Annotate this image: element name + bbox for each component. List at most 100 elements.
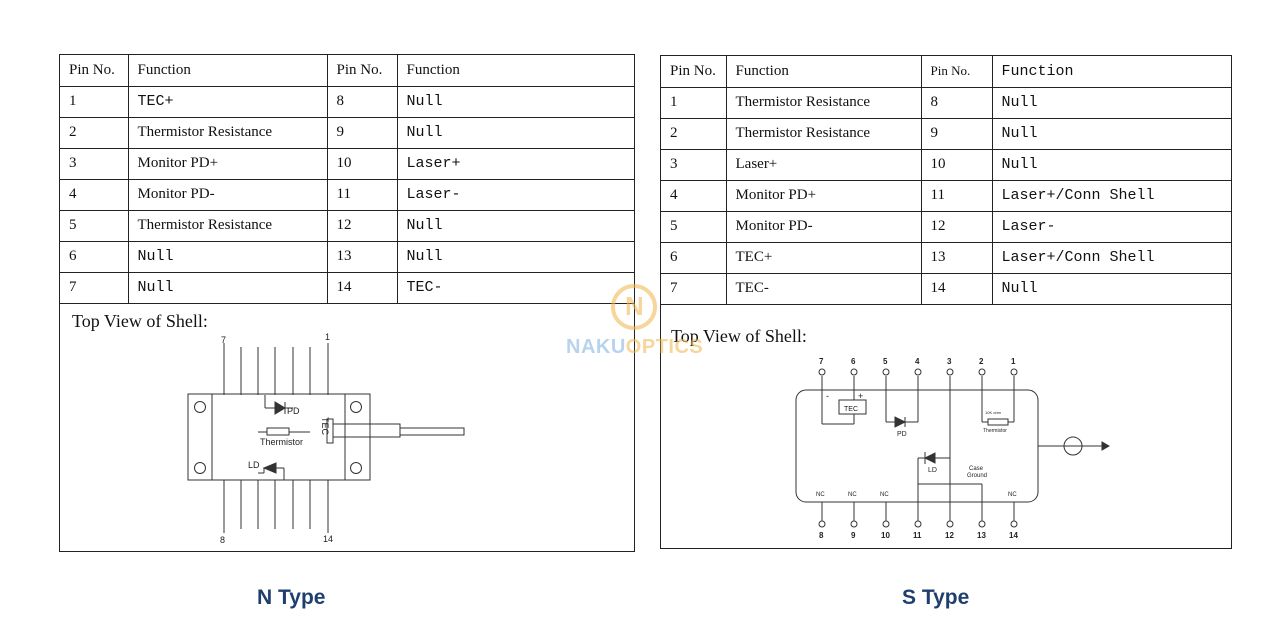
pin-function: TEC+ [726, 242, 922, 274]
pin-pad [818, 368, 826, 376]
pin-function: Monitor PD- [726, 211, 922, 243]
pin-number: 13 [921, 242, 993, 274]
pin-function: Laser+/Conn Shell [992, 180, 1231, 212]
s-type-caption: S Type [902, 586, 970, 609]
tec-label: TEC [844, 406, 858, 413]
pin-number: 9 [921, 118, 993, 150]
pin-pad [914, 368, 922, 376]
pin-function: TEC- [726, 273, 922, 305]
pd-label: PD [287, 406, 300, 416]
pin-pad [946, 368, 954, 376]
pin-number: 2 [60, 117, 129, 149]
pin-function: Null [992, 273, 1231, 305]
pin-number: 9 [327, 117, 398, 149]
pin-function: Laser- [992, 211, 1231, 243]
thermistor-label: Thermistor [260, 437, 303, 447]
pin-pad [882, 368, 890, 376]
nc-label-9: NC [848, 492, 857, 498]
shell-title: Top View of Shell: [72, 311, 208, 331]
watermark-text: NAKUOPTICS [566, 336, 704, 358]
pin-function: Thermistor Resistance [128, 117, 328, 149]
pin-number: 3 [60, 148, 129, 180]
header-pin-no: Pin No. [921, 56, 993, 88]
pin-label: 8 [819, 531, 824, 540]
pin-function: Null [397, 210, 634, 242]
pin-pad [850, 368, 858, 376]
pin-function: Null [397, 117, 634, 149]
pin-function: TEC- [397, 272, 634, 304]
pin-label-7: 7 [221, 335, 226, 345]
pin-function: Null [992, 87, 1231, 119]
pin-function: Laser+ [397, 148, 634, 180]
pin-function: Null [128, 272, 328, 304]
pin-number: 5 [60, 210, 129, 242]
pin-function: Null [397, 86, 634, 118]
nakuoptics-logo-icon [611, 284, 657, 330]
tec-plus-label: + [858, 391, 863, 401]
pin-function: Monitor PD+ [726, 180, 922, 212]
pin-number: 14 [921, 273, 993, 305]
pin-label: 1 [1011, 357, 1016, 366]
header-pin-no: Pin No. [661, 56, 727, 88]
pin-label: 11 [913, 531, 922, 540]
pin-label-8: 8 [220, 535, 225, 545]
pin-function: Laser- [397, 179, 634, 211]
pin-label: 13 [977, 531, 986, 540]
pin-number: 14 [327, 272, 398, 304]
pin-number: 4 [661, 180, 727, 212]
pin-function: Thermistor Resistance [128, 210, 328, 242]
pin-number: 1 [661, 87, 727, 119]
thermistor-value-label: 10K ohm [985, 410, 1002, 415]
pd-label: PD [897, 431, 907, 438]
pin-number: 10 [327, 148, 398, 180]
pin-pad [978, 520, 986, 528]
pin-function: Laser+ [726, 149, 922, 181]
nc-label-14: NC [1008, 492, 1017, 498]
pin-pad [818, 520, 826, 528]
tec-minus-label: - [826, 391, 829, 401]
shell-title: Top View of Shell: [671, 326, 807, 346]
header-pin-no: Pin No. [327, 55, 398, 87]
pin-number: 4 [60, 179, 129, 211]
pin-pad [978, 368, 986, 376]
pin-number: 6 [661, 242, 727, 274]
pin-function: Monitor PD- [128, 179, 328, 211]
pin-function: Null [992, 118, 1231, 150]
pin-pad [914, 520, 922, 528]
n-type-caption: N Type [257, 586, 326, 609]
pin-number: 2 [661, 118, 727, 150]
pin-number: 7 [661, 273, 727, 305]
header-function: Function [726, 56, 922, 88]
ld-label: LD [248, 460, 260, 470]
pin-function: Laser+/Conn Shell [992, 242, 1231, 274]
table-header-row: Pin No. Function Pin No. Function [60, 55, 634, 87]
pin-label-1: 1 [325, 332, 330, 342]
pin-pad [850, 520, 858, 528]
pin-number: 11 [327, 179, 398, 211]
pin-number: 6 [60, 241, 129, 273]
pin-function: Thermistor Resistance [726, 118, 922, 150]
pin-number: 8 [327, 86, 398, 118]
ld-label: LD [928, 467, 937, 474]
pin-function: Thermistor Resistance [726, 87, 922, 119]
nc-label-10: NC [880, 492, 889, 498]
pin-number: 12 [327, 210, 398, 242]
n-type-shell-diagram: 7 1 8 14 PD Thermistor LD TEC [187, 332, 465, 545]
pin-label: 9 [851, 531, 856, 540]
